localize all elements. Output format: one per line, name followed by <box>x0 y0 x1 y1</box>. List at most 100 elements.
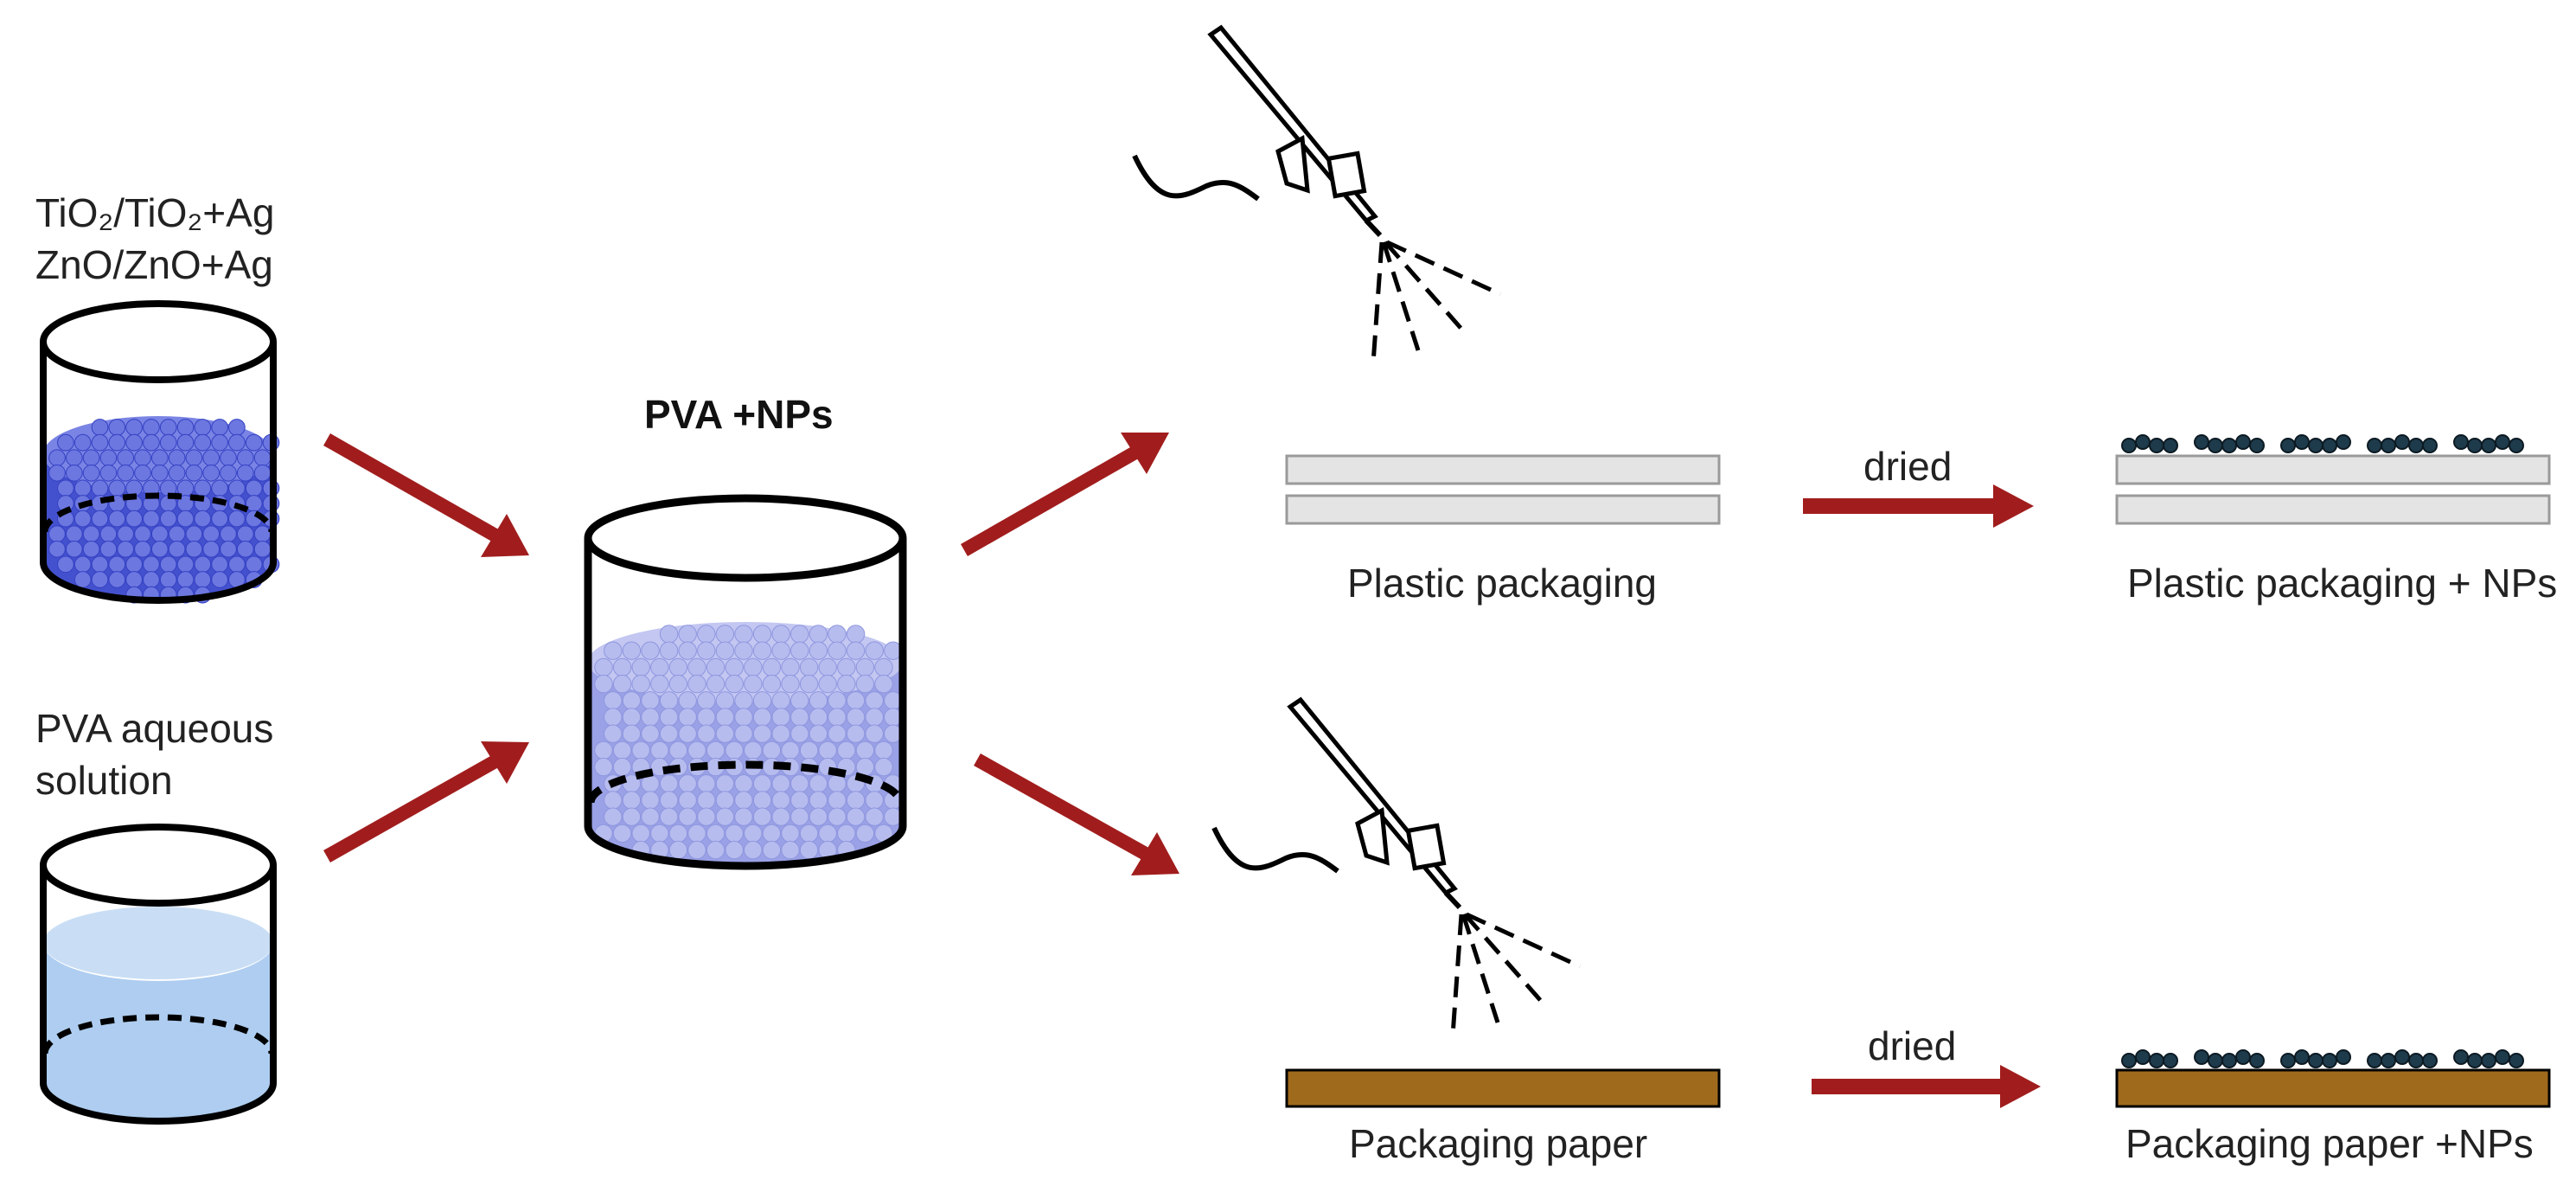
arrow-head <box>1993 484 2034 528</box>
nanoparticle-icon <box>641 641 660 660</box>
nanoparticle-icon <box>771 774 790 793</box>
nanoparticle-icon <box>771 724 790 743</box>
arrow-head <box>481 514 529 557</box>
nanoparticle-icon <box>220 540 237 558</box>
beaker-icon <box>40 824 277 1125</box>
nanoparticle-icon <box>176 419 195 436</box>
nanoparticle-icon <box>228 433 246 452</box>
arrow-dried-top <box>1803 484 2034 528</box>
nanoparticle-icon <box>2495 434 2510 450</box>
nanoparticle-icon <box>734 774 753 793</box>
nanoparticle-icon <box>659 708 679 727</box>
nanoparticle-icon <box>706 657 725 677</box>
nanoparticle-icon <box>809 625 828 644</box>
nanoparticle-icon <box>74 479 92 497</box>
nanoparticle-icon <box>828 625 847 644</box>
nanoparticle-icon <box>865 807 884 826</box>
nanoparticle-icon <box>818 741 837 760</box>
nanoparticle-icon <box>253 464 272 482</box>
nanoparticle-icon <box>668 674 688 694</box>
nanoparticle-icon <box>108 419 126 436</box>
nanoparticle-icon <box>809 691 828 710</box>
nanoparticle-icon <box>790 791 809 810</box>
plastic-np-label: Plastic packaging + NPs <box>2127 561 2557 606</box>
nanoparticle-icon <box>194 510 212 528</box>
nanoparticle-icon <box>697 708 716 727</box>
nanoparticle-icon <box>185 464 203 482</box>
nanoparticle-icon <box>818 674 837 694</box>
nanoparticle-icon <box>2121 438 2137 453</box>
nanoparticle-icon <box>245 495 263 512</box>
nanoparticle-icon <box>159 510 177 528</box>
nanoparticle-icon <box>202 464 221 482</box>
nanoparticle-icon <box>2367 1053 2382 1068</box>
nanoparticle-icon <box>134 525 151 543</box>
nanoparticle-icon <box>612 757 632 777</box>
nanoparticle-icon <box>194 555 212 574</box>
nanoparticle-icon <box>715 724 735 743</box>
nanoparticle-icon <box>622 708 642 727</box>
nanoparticle-icon <box>846 625 866 644</box>
nanoparticle-icon <box>790 625 809 644</box>
nanoparticle-icon <box>2381 438 2396 453</box>
nanoparticle-icon <box>678 625 697 644</box>
nanoparticle-icon <box>678 774 697 793</box>
nanoparticle-icon <box>752 774 772 793</box>
nanoparticle-icon <box>82 540 100 558</box>
nanoparticle-icon <box>185 525 203 543</box>
nanoparticle-icon <box>594 757 613 777</box>
nanoparticle-icon <box>117 464 135 482</box>
nanoparticle-icon <box>99 540 118 558</box>
nanoparticle-icon <box>2481 438 2496 453</box>
nanoparticle-icon <box>194 433 212 452</box>
airbrush-icon <box>1211 696 1462 910</box>
mix-label: PVA +NPs <box>644 392 834 437</box>
nanoparticle-icon <box>678 641 697 660</box>
nanoparticle-icon <box>799 657 819 677</box>
nanoparticle-icon <box>117 540 135 558</box>
nanoparticle-icon <box>809 774 828 793</box>
np-label-line2: ZnO/ZnO+Ag <box>35 242 273 287</box>
nanoparticle-icon <box>865 641 884 660</box>
nanoparticle-icon <box>253 525 272 543</box>
nanoparticle-icon <box>612 824 632 843</box>
nanoparticle-icon <box>697 807 716 826</box>
nanoparticle-icon <box>604 708 623 727</box>
nanoparticle-icon <box>678 691 697 710</box>
nanoparticle-icon <box>2509 438 2524 453</box>
nanoparticle-icon <box>2249 1053 2265 1068</box>
airbrush-top <box>1132 24 1502 364</box>
nanoparticle-icon <box>108 433 126 452</box>
nanoparticle-icon <box>2422 1053 2438 1068</box>
nanoparticle-icon <box>168 464 186 482</box>
nanoparticle-icon <box>752 807 772 826</box>
nanoparticle-icon <box>697 724 716 743</box>
nanoparticle-icon <box>874 657 893 677</box>
nanoparticle-icon <box>108 510 126 528</box>
nanoparticle-icon <box>211 555 228 574</box>
nanoparticle-icon <box>159 419 177 436</box>
nanoparticle-icon <box>697 641 716 660</box>
arrow-head <box>481 741 529 784</box>
nanoparticle-beaker <box>40 300 280 604</box>
nanoparticle-icon <box>725 840 744 860</box>
nanoparticle-icon <box>790 807 809 826</box>
nanoparticle-icon <box>828 691 847 710</box>
nanoparticle-icon <box>744 824 763 843</box>
nanoparticle-icon <box>245 433 263 452</box>
nanoparticle-icon <box>631 824 650 843</box>
nanoparticle-icon <box>790 774 809 793</box>
nanoparticle-icon <box>659 774 679 793</box>
nanoparticle-icon <box>650 741 669 760</box>
nanoparticle-icon <box>65 525 83 543</box>
nanoparticle-icon <box>108 479 126 497</box>
nanoparticle-icon <box>2163 438 2178 453</box>
nanoparticle-icon <box>659 791 679 810</box>
nanoparticle-icon <box>622 641 642 660</box>
nanoparticle-icon <box>809 807 828 826</box>
nanoparticle-icon <box>762 741 782 760</box>
nanoparticle-icon <box>2509 1053 2524 1068</box>
nanoparticle-icon <box>874 741 893 760</box>
nanoparticle-icon <box>91 433 109 452</box>
nanoparticle-icon <box>91 555 109 574</box>
